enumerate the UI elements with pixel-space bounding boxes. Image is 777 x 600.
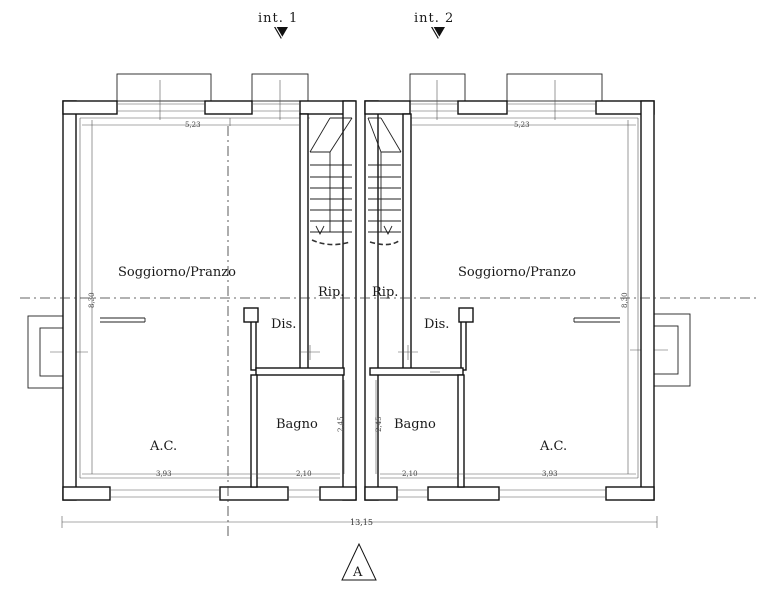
- room-label-left-ac: A.C.: [149, 439, 177, 454]
- entry-label-right: int. 2: [414, 11, 454, 26]
- dim-right-top-width: 5,23: [514, 121, 530, 129]
- side-projections: [27, 313, 691, 389]
- room-label-left-storage: Rip.: [318, 285, 344, 300]
- section-axes: [20, 126, 760, 540]
- room-label-right-living: Soggiorno/Pranzo: [458, 265, 576, 280]
- room-label-right-storage: Rip.: [372, 285, 398, 300]
- section-marker-label: A: [352, 565, 363, 580]
- dim-left-depth: 8,30: [88, 292, 96, 308]
- entry-arrow-right-icon: [431, 27, 445, 39]
- top-projections: [116, 73, 603, 120]
- entry-marker-left: int. 1: [258, 11, 298, 40]
- room-label-right-hall: Dis.: [424, 317, 449, 332]
- right-unit-walls: [364, 100, 655, 501]
- dim-overall-width: 13,15: [350, 518, 373, 527]
- dim-left-top-width: 5,23: [185, 121, 201, 129]
- entry-label-left: int. 1: [258, 11, 298, 26]
- left-interior: [100, 113, 353, 488]
- dim-right-bottom-bath: 2,10: [402, 470, 418, 478]
- right-interior: [367, 113, 620, 488]
- room-label-right-ac: A.C.: [539, 439, 567, 454]
- dim-left-bath-depth: 2,45: [337, 416, 345, 432]
- dimension-lines: [61, 120, 658, 528]
- dim-right-depth: 8,30: [621, 292, 629, 308]
- room-label-right-bath: Bagno: [394, 417, 436, 432]
- room-label-left-living: Soggiorno/Pranzo: [118, 265, 236, 280]
- entry-marker-right: int. 2: [414, 11, 454, 40]
- room-label-left-hall: Dis.: [271, 317, 296, 332]
- dim-left-bottom-bath: 2,10: [296, 470, 312, 478]
- section-marker: A: [341, 542, 377, 581]
- dim-right-bath-depth: 2,45: [375, 416, 383, 432]
- dim-left-bottom-main: 3,93: [156, 470, 172, 478]
- dim-right-bottom-main: 3,93: [542, 470, 558, 478]
- left-unit-walls: [62, 100, 357, 501]
- entry-arrow-left-icon: [274, 27, 288, 39]
- room-label-left-bath: Bagno: [276, 417, 318, 432]
